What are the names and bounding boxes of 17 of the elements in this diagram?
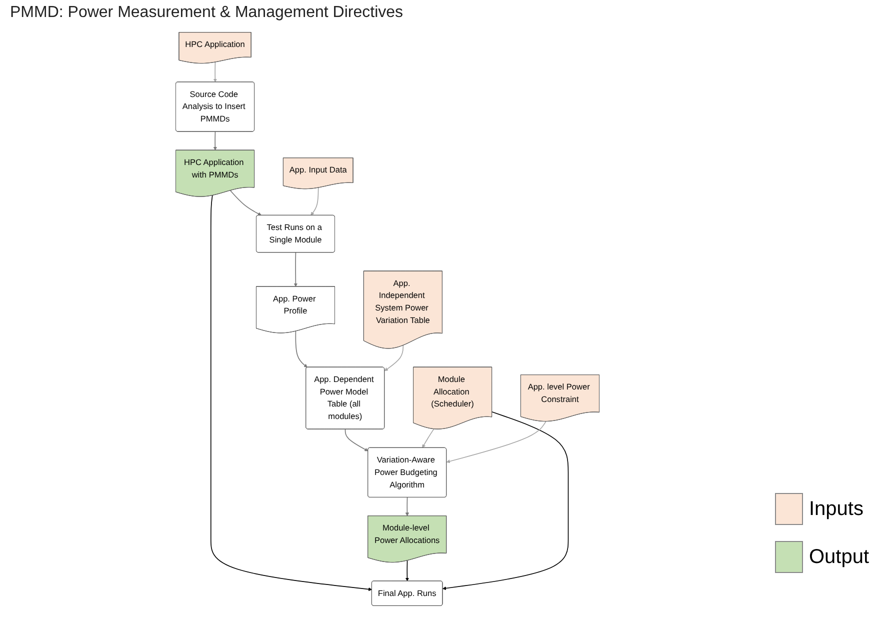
arrow <box>230 190 262 216</box>
arrow <box>405 496 410 516</box>
arrow <box>405 560 410 581</box>
arrow <box>446 420 546 463</box>
legend-label: Output <box>809 546 870 568</box>
title: PMMD: Power Measurement & Management Directives <box>9 3 404 23</box>
arrow <box>295 330 308 368</box>
arrow <box>213 130 217 150</box>
arrow <box>310 186 319 216</box>
arrow <box>422 428 434 448</box>
arrow <box>442 411 569 590</box>
arrow <box>213 61 217 82</box>
arrow <box>344 428 368 451</box>
arrow <box>210 194 372 591</box>
arrow <box>384 344 404 371</box>
legend-label: Inputs <box>809 498 864 520</box>
arrow <box>294 252 298 286</box>
